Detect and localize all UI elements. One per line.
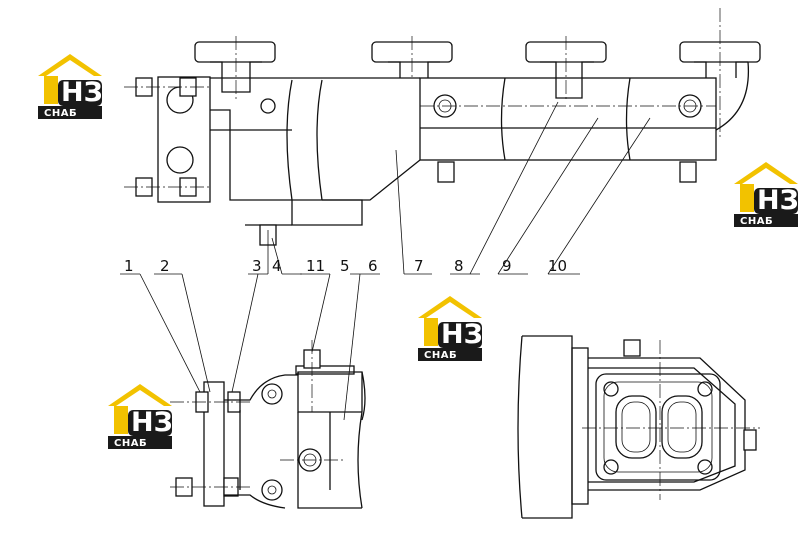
logo-watermark-2: НЗ СНАБ [734,162,799,227]
logo-watermark-4: НЗ СНАБ [108,384,173,449]
callout-11: 11 [306,257,325,275]
callout-9: 9 [502,257,512,275]
callout-5: 5 [340,257,350,275]
callout-2: 2 [160,257,170,275]
logo-subtitle: СНАБ [44,108,77,119]
logo-watermark-1: НЗ СНАБ [38,54,103,119]
callout-3: 3 [252,257,262,275]
logo-subtitle: СНАБ [740,216,773,227]
logo-watermark-3: НЗ СНАБ [418,296,483,361]
manifold-side-view [170,340,366,509]
logo-subtitle: СНАБ [424,350,457,361]
callout-4: 4 [272,257,282,275]
callout-10: 10 [548,257,567,275]
logo-letters: НЗ [441,319,483,350]
logo-letters: НЗ [61,77,103,108]
callout-numbers: 1 2 3 4 11 5 6 7 8 9 10 [124,257,567,275]
manifold-top-view [124,8,761,246]
logo-letters: НЗ [757,185,799,216]
callout-8: 8 [454,257,464,275]
callout-7: 7 [414,257,424,275]
turbo-flange-view [517,335,760,519]
logo-subtitle: СНАБ [114,438,147,449]
callout-1: 1 [124,257,134,275]
callout-6: 6 [368,257,378,275]
logo-letters: НЗ [131,407,173,438]
leader-lines [120,101,651,421]
